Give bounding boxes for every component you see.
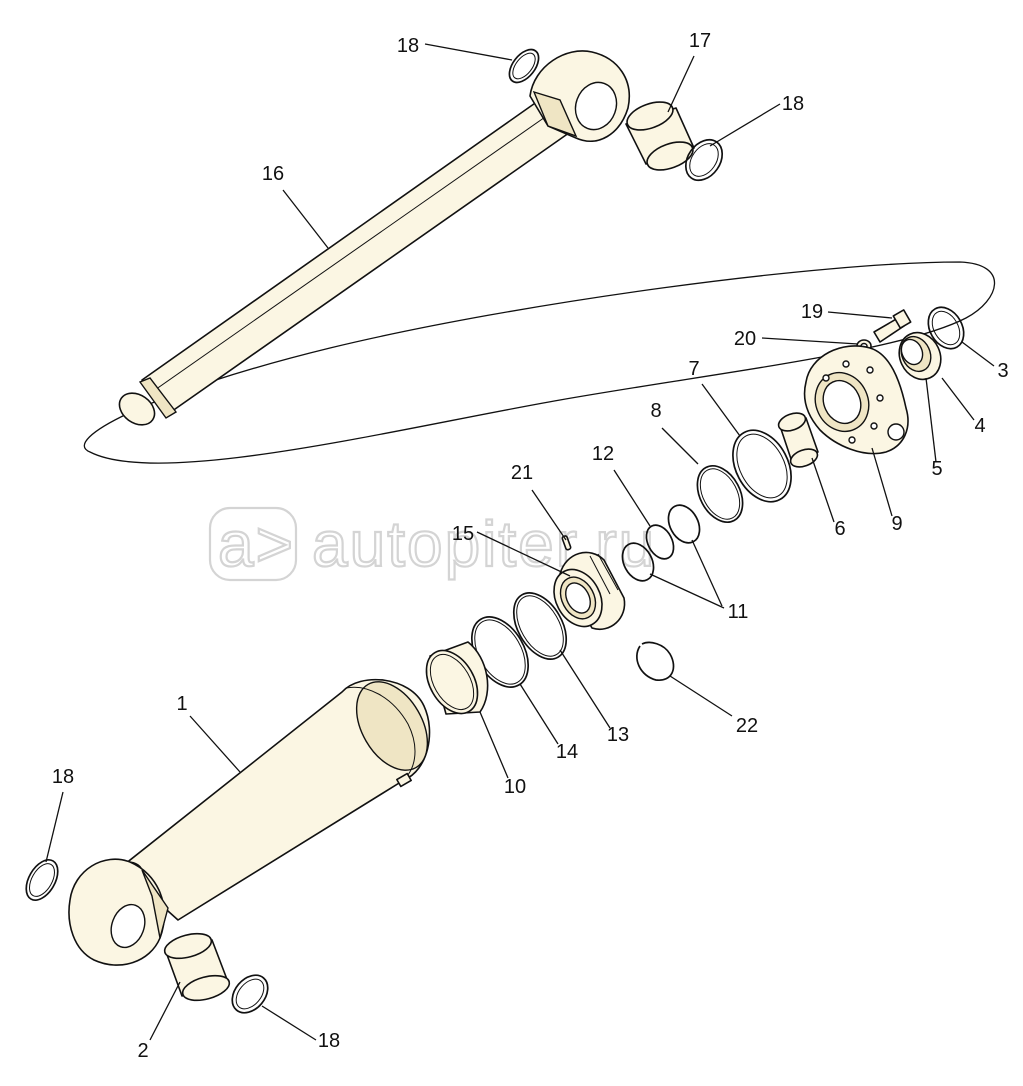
part-18-seal-ring-a — [508, 48, 540, 84]
callout-label-c14: 14 — [556, 741, 578, 763]
part-8-seal-ring — [696, 465, 744, 523]
part-3-seal-ring — [927, 306, 965, 350]
callout-label-c18c: 18 — [52, 766, 74, 788]
leader-line-c11 — [691, 539, 723, 607]
part-17-bushing — [625, 101, 695, 171]
leader-line-c17 — [667, 55, 695, 113]
callout-label-c18a: 18 — [397, 35, 419, 57]
leader-line-c21 — [531, 489, 567, 541]
leader-line-c10 — [479, 711, 509, 779]
callout-label-c3: 3 — [997, 360, 1008, 382]
leader-line-c19 — [827, 311, 893, 319]
callout-label-c12: 12 — [592, 443, 614, 465]
leader-line-c4 — [941, 377, 975, 421]
part-12-seal-ring — [645, 524, 675, 560]
callout-label-c10: 10 — [504, 776, 526, 798]
callout-label-c21: 21 — [511, 462, 533, 484]
watermark-badge-icon — [208, 506, 298, 582]
callout-label-c18b: 18 — [782, 93, 804, 115]
callout-label-c5: 5 — [931, 458, 942, 480]
leader-line-c1 — [189, 715, 241, 773]
callout-label-c16: 16 — [262, 163, 284, 185]
callout-label-c11: 11 — [728, 601, 749, 623]
callout-label-c19: 19 — [801, 301, 823, 323]
leader-line-c18b — [709, 103, 781, 147]
leader-line-c16 — [282, 189, 329, 249]
callout-label-c13: 13 — [607, 724, 629, 746]
leader-line-c18a — [424, 43, 513, 61]
leader-line-c8 — [661, 427, 699, 465]
part-1-cylinder-barrel — [68, 678, 431, 966]
callout-label-c20: 20 — [734, 328, 756, 350]
leader-line-c14 — [519, 683, 559, 745]
callout-label-c1: 1 — [176, 693, 187, 715]
leader-line-c18c — [45, 791, 64, 863]
callout-label-c4: 4 — [974, 415, 985, 437]
part-18-seal-ring-c — [25, 859, 59, 901]
part-9-gland-flange — [803, 345, 909, 455]
callout-label-c8: 8 — [650, 400, 661, 422]
leader-line-c9 — [871, 447, 893, 517]
part-4-5-wiper-seal — [898, 331, 942, 381]
leader-line-c13 — [559, 649, 611, 729]
part-22-snap-ring — [636, 641, 675, 681]
leader-line-c6 — [811, 457, 835, 523]
watermark: a> autopiter.ru — [208, 506, 655, 582]
leader-line-c12 — [613, 469, 651, 527]
callout-label-c2: 2 — [137, 1040, 148, 1062]
part-13-seal-ring — [512, 592, 568, 660]
part-2-bushing — [163, 932, 231, 1002]
leader-line-c15 — [476, 531, 571, 577]
part-15-piston — [553, 551, 626, 631]
part-19-bolt — [873, 309, 912, 343]
part-6-bushing — [777, 412, 819, 468]
callout-label-c6: 6 — [834, 518, 845, 540]
callout-label-c18d: 18 — [318, 1030, 340, 1052]
callout-labels: 16 18 17 18 19 20 3 4 5 7 8 12 21 15 6 9 11 22 13 14 10 1 18 2 1… — [45, 30, 1009, 1062]
leader-line-c2 — [149, 981, 181, 1041]
part-16-piston-rod — [118, 50, 630, 426]
watermark-badge-text: a> — [218, 508, 295, 580]
callout-label-c15: 15 — [452, 523, 474, 545]
leader-line-c3 — [961, 341, 995, 367]
leader-line-c22 — [669, 675, 733, 717]
callout-label-c17: 17 — [689, 30, 711, 52]
part-18-seal-ring-d — [231, 974, 269, 1014]
part-7-seal-ring — [732, 429, 792, 503]
leader-line-c18d — [261, 1005, 317, 1041]
callout-label-c22: 22 — [736, 715, 758, 737]
leader-line-c5 — [925, 377, 937, 463]
leader-line-c20 — [761, 337, 859, 345]
leader-line-c7 — [701, 383, 741, 437]
part-10-wear-band — [425, 641, 489, 715]
callout-label-c9: 9 — [891, 513, 902, 535]
leader-line-c11 — [649, 573, 725, 609]
group-outline — [83, 261, 996, 464]
callout-label-c7: 7 — [688, 358, 699, 380]
